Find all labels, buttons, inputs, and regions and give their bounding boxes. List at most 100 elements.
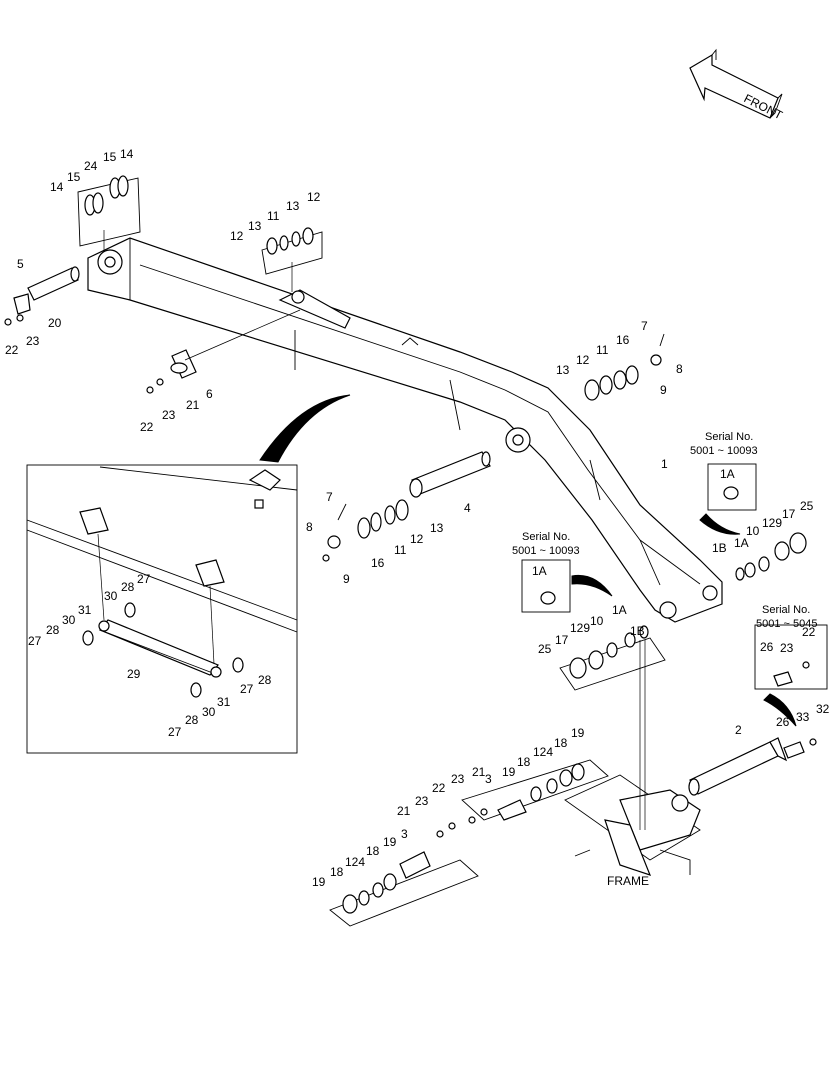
callout-label: 1A	[734, 536, 749, 550]
callout-label: 21	[472, 765, 486, 779]
callout-label: 14	[50, 180, 64, 194]
lower-right-pin-stack	[461, 759, 609, 824]
callout-label: 20	[48, 316, 62, 330]
serial-box-2-part: 1A	[532, 564, 547, 578]
callout-label: 13	[430, 521, 444, 535]
callout-label: 22	[802, 625, 816, 639]
serial-box-3-range: 5001 ~ 5045	[756, 618, 817, 630]
callout-label: 1A	[612, 603, 627, 617]
callout-label: 31	[217, 695, 231, 709]
lower-left-pin-stack	[329, 822, 479, 927]
callout-label: 22	[432, 781, 446, 795]
callout-label: 28	[46, 623, 60, 637]
callout-label: 27	[240, 682, 254, 696]
callout-label: 14	[120, 147, 134, 161]
callout-label: 22	[140, 420, 154, 434]
callout-label: 10	[746, 524, 760, 538]
callout-label: 19	[312, 875, 326, 889]
callout-label: 124	[345, 855, 365, 869]
callout-label: 19	[502, 765, 516, 779]
callout-label: 29	[127, 667, 141, 681]
detail-arrow-icon	[259, 394, 351, 463]
callout-label: 18	[330, 865, 344, 879]
pin-2	[688, 737, 817, 796]
pin-6	[146, 309, 301, 394]
callout-label: 11	[596, 343, 609, 357]
frame-label: FRAME	[607, 874, 649, 888]
callout-label: 2	[735, 723, 742, 737]
callout-label: 18	[554, 736, 568, 750]
callout-label: 23	[451, 772, 465, 786]
callout-label: 7	[326, 490, 333, 504]
callout-label: 124	[533, 745, 553, 759]
callout-label: 23	[26, 334, 40, 348]
callout-label: 24	[84, 159, 98, 173]
callout-label: 129	[570, 621, 590, 635]
serial-box-2-range: 5001 ~ 10093	[512, 545, 580, 557]
right-upper-washer-stack	[584, 333, 665, 401]
callout-label: 31	[78, 603, 92, 617]
callout-label: 23	[415, 794, 429, 808]
callout-label: 28	[185, 713, 199, 727]
serial-box-2: Serial No. 5001 ~ 10093 1A	[512, 531, 613, 613]
callout-label: 32	[816, 702, 830, 716]
callout-label: 30	[202, 705, 216, 719]
callout-label: 129	[762, 516, 782, 530]
callout-label: 28	[258, 673, 272, 687]
left-lower-washer-stack	[559, 625, 666, 691]
callout-label: 1B	[630, 624, 645, 638]
callout-label: 7	[641, 319, 648, 333]
callout-label: 30	[104, 589, 118, 603]
callout-label: 27	[28, 634, 42, 648]
callout-label: 26	[760, 640, 774, 654]
callout-label: 27	[137, 572, 151, 586]
callout-label: 18	[366, 844, 380, 858]
callout-label: 22	[5, 343, 19, 357]
callout-label: 16	[371, 556, 385, 570]
callout-label: 23	[780, 641, 794, 655]
callout-label: 12	[307, 190, 321, 204]
callout-label: 12	[230, 229, 244, 243]
callout-label: 25	[800, 499, 814, 513]
callout-label: 21	[397, 804, 411, 818]
callout-label: 6	[206, 387, 213, 401]
callout-label: 17	[555, 633, 569, 647]
serial-box-3: Serial No. 5001 ~ 5045	[754, 604, 828, 727]
callout-label: 10	[590, 614, 604, 628]
callout-labels: 14 15 24 15 14 13 11 13 12 12 5 20 22 23…	[5, 147, 830, 889]
callout-label: 12	[410, 532, 424, 546]
callout-label: 33	[796, 710, 810, 724]
callout-label: 25	[538, 642, 552, 656]
callout-label: 8	[306, 520, 313, 534]
pin-4	[322, 451, 491, 562]
callout-label: 9	[343, 572, 350, 586]
callout-label: 13	[556, 363, 570, 377]
callout-label: 9	[660, 383, 667, 397]
callout-label: 19	[571, 726, 585, 740]
callout-label: 12	[576, 353, 590, 367]
callout-label: 21	[186, 398, 200, 412]
right-lower-washer-stack	[735, 532, 807, 581]
top-mid-washer-stack	[261, 227, 323, 292]
callout-label: 18	[517, 755, 531, 769]
inset-detail	[26, 464, 298, 754]
callout-label: 11	[267, 209, 280, 223]
callout-label: 3	[401, 827, 408, 841]
callout-label: 19	[383, 835, 397, 849]
serial-box-1-part: 1A	[720, 467, 735, 481]
callout-label: 5	[17, 257, 24, 271]
serial-box-1-range: 5001 ~ 10093	[690, 445, 758, 457]
callout-label: 1B	[712, 541, 727, 555]
serial-box-3-title: Serial No.	[762, 604, 810, 616]
callout-label: 16	[616, 333, 630, 347]
callout-label: 4	[464, 501, 471, 515]
serial-box-2-title: Serial No.	[522, 531, 570, 543]
callout-label: 8	[676, 362, 683, 376]
callout-label: 17	[782, 507, 796, 521]
serial-box-1-title: Serial No.	[705, 431, 753, 443]
callout-label: 15	[67, 170, 81, 184]
callout-label: 30	[62, 613, 76, 627]
pin-5	[4, 266, 80, 326]
